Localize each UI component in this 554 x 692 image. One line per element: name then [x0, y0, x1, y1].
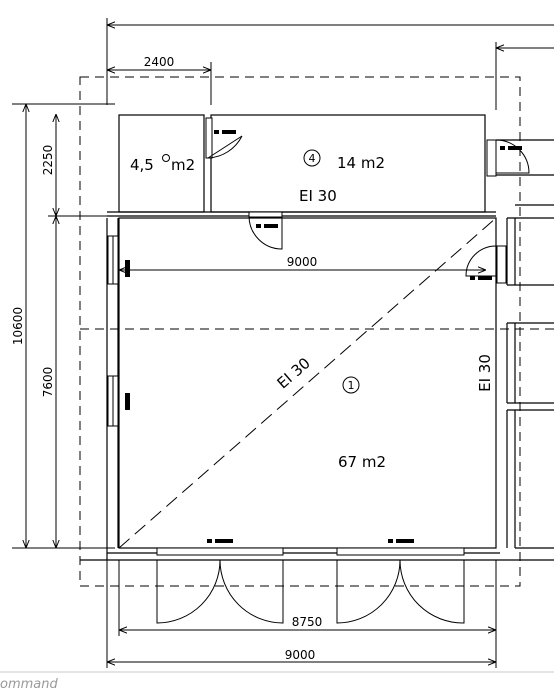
room1-number-circle	[342, 376, 360, 394]
room1-area: 67 m2	[338, 453, 386, 471]
dashed-outline	[79, 76, 554, 587]
degree-symbol	[162, 154, 170, 162]
top-dimension-lines	[106, 18, 554, 110]
left-wall-windows	[107, 235, 119, 427]
dim-total-height: 10600	[11, 307, 25, 345]
dim-upper-height: 2250	[41, 145, 55, 176]
dim-bottom-inner: 8750	[292, 615, 323, 629]
small-room-unit: m2	[171, 156, 195, 174]
black-fixtures	[125, 130, 522, 543]
small-room-area: 4,5	[130, 156, 154, 174]
side-rating: EI 30	[476, 354, 494, 392]
room1-number: 1	[348, 379, 355, 392]
room4-area: 14 m2	[337, 154, 385, 172]
doors	[156, 117, 530, 624]
dim-bottom-total: 9000	[285, 648, 316, 662]
left-dimension-lines	[12, 103, 115, 549]
bottom-dimension-lines	[106, 560, 497, 668]
dim-lower-height: 7600	[41, 367, 55, 398]
dim-inner-span: 9000	[287, 255, 318, 269]
room4-number-circle	[303, 149, 321, 167]
dim-top-width: 2400	[144, 55, 175, 69]
command-line[interactable]: ommand	[0, 677, 58, 692]
room4-rating: EI 30	[299, 187, 337, 205]
walls	[80, 114, 554, 561]
room4-number: 4	[309, 152, 316, 165]
diagonal-rating: EI 30	[274, 354, 314, 392]
